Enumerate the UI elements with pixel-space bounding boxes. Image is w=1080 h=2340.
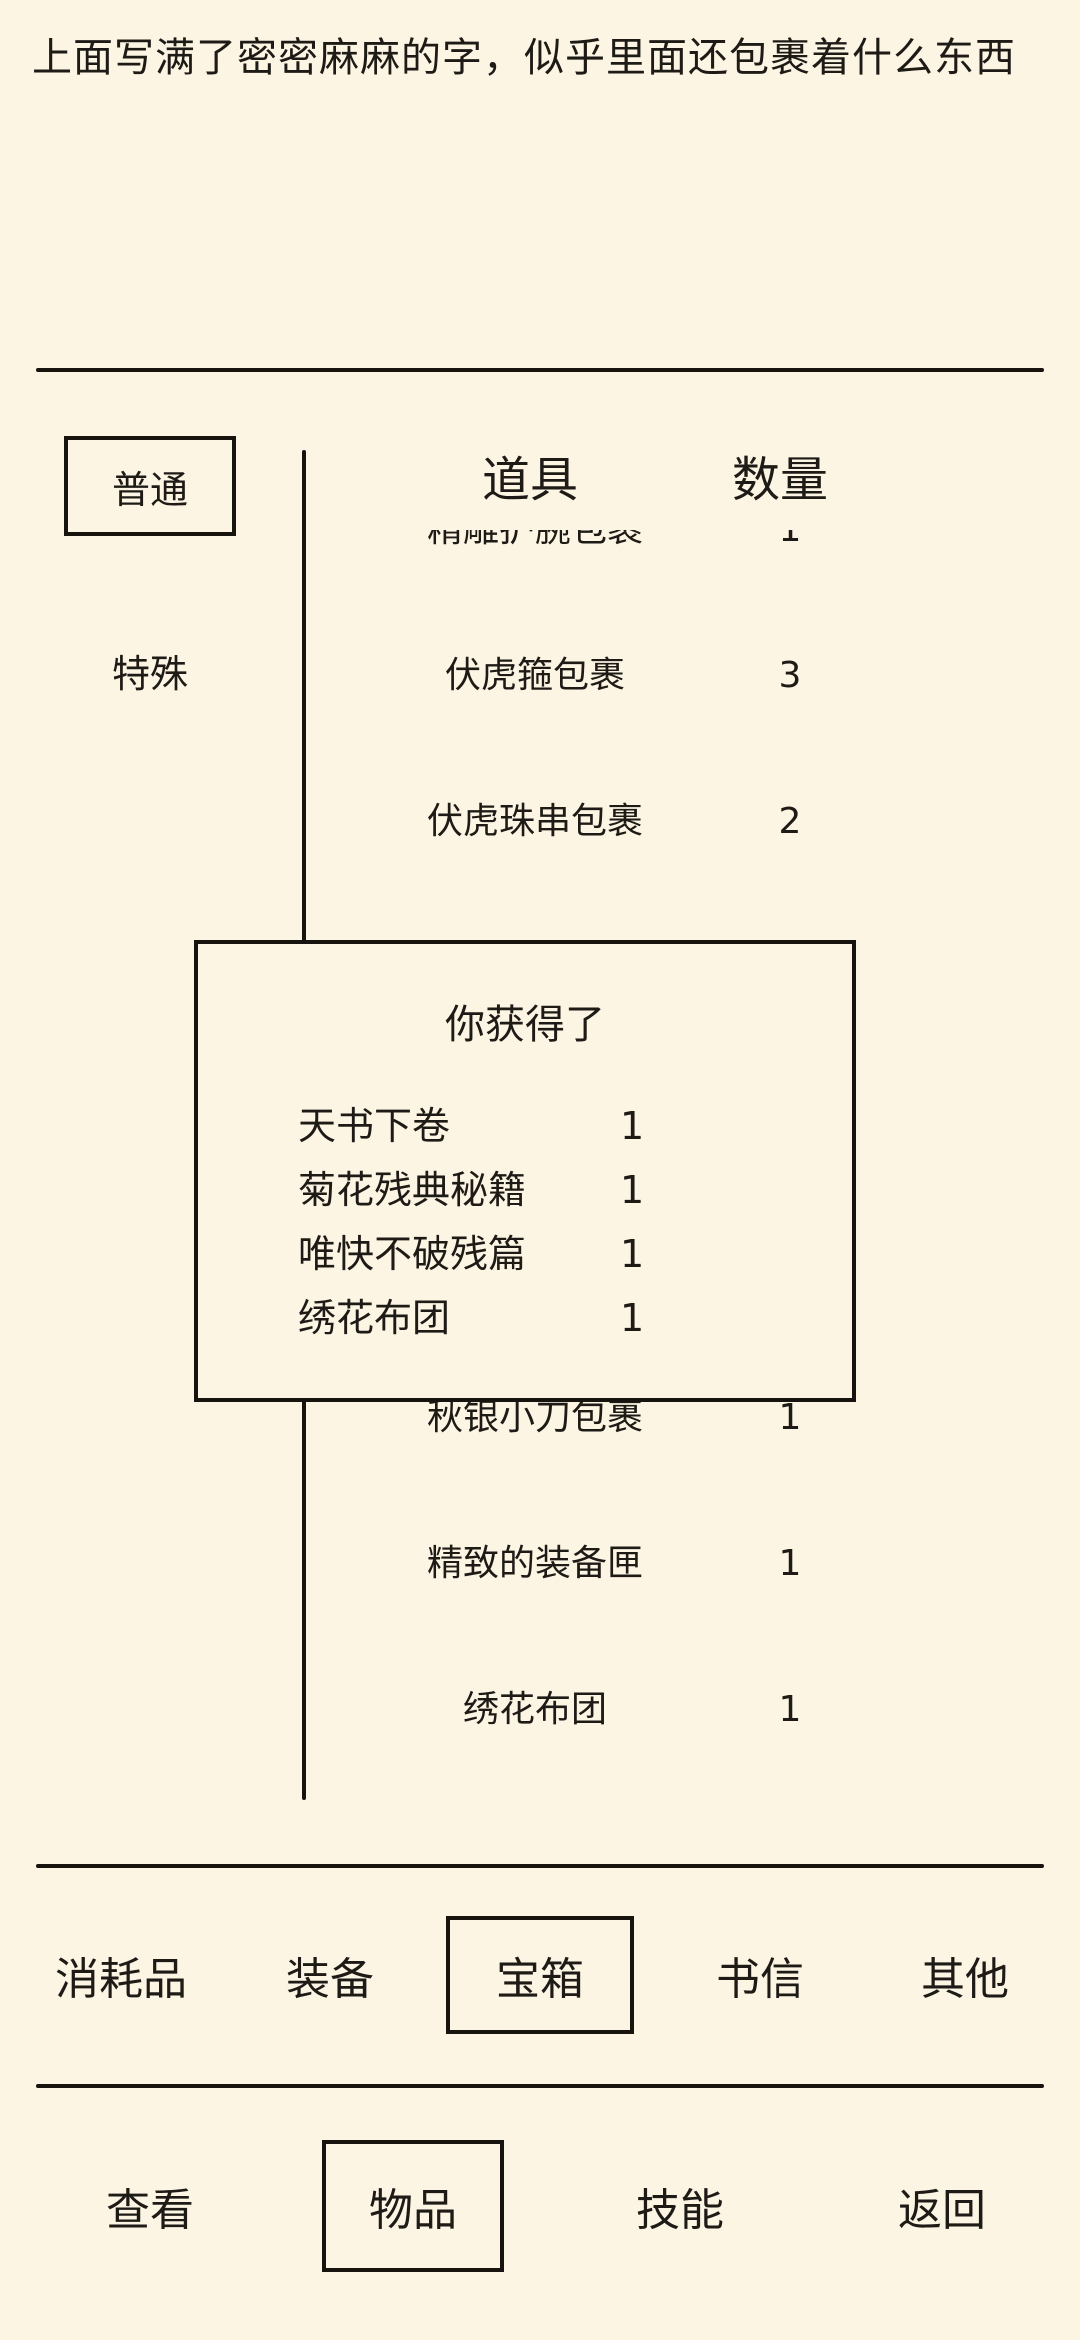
list-item[interactable]: 精致的装备匣 1 <box>310 1524 1010 1604</box>
list-item[interactable]: 伏虎珠串包裹 2 <box>310 782 1010 862</box>
header-qty: 数量 <box>731 452 828 508</box>
item-list[interactable]: 精雕护腕包裹 1 伏虎箍包裹 3 伏虎珠串包裹 2 秋银小刀包裹 1 精致的装备… <box>310 530 1010 1790</box>
item-name: 伏虎珠串包裹 <box>426 801 643 842</box>
divider-middle <box>36 1864 1044 1868</box>
reward-item-name: 唯快不破残篇 <box>298 1232 527 1276</box>
reward-item-qty: 1 <box>620 1232 645 1276</box>
reward-item: 绣花布团 1 <box>298 1286 778 1350</box>
reward-popup-title: 你获得了 <box>445 1002 605 1048</box>
item-qty: 1 <box>778 1689 802 1730</box>
nav-back[interactable]: 返回 <box>898 2185 986 2236</box>
reward-item: 唯快不破残篇 1 <box>298 1222 778 1286</box>
list-item[interactable]: 绣花布团 1 <box>310 1670 1010 1750</box>
reward-item-qty: 1 <box>620 1168 645 1212</box>
item-name: 绣花布团 <box>462 1689 607 1730</box>
reward-popup[interactable]: 你获得了 天书下卷 1 菊花残典秘籍 1 唯快不破残篇 1 绣花布团 1 <box>194 940 856 1402</box>
reward-item: 菊花残典秘籍 1 <box>298 1158 778 1222</box>
category-special-button[interactable]: 特殊 <box>111 651 188 696</box>
divider-top <box>36 368 1044 372</box>
item-name: 秋银小刀包裹 <box>426 1397 643 1438</box>
tab-treasure-chest[interactable]: 宝箱 <box>446 1916 634 2034</box>
nav-skills[interactable]: 技能 <box>636 2185 724 2236</box>
tab-equipment[interactable]: 装备 <box>286 1954 374 2005</box>
item-qty: 3 <box>778 655 802 696</box>
item-description: 上面写满了密密麻麻的字，似乎里面还包裹着什么东西 <box>32 35 1016 81</box>
item-qty: 1 <box>730 530 850 570</box>
item-name: 精致的装备匣 <box>426 1543 643 1584</box>
header-item: 道具 <box>481 452 578 508</box>
tab-other[interactable]: 其他 <box>921 1954 1009 2005</box>
item-qty: 1 <box>778 1397 802 1438</box>
tab-consumables[interactable]: 消耗品 <box>55 1954 187 2005</box>
tab-letters[interactable]: 书信 <box>716 1954 804 2005</box>
reward-item: 天书下卷 1 <box>298 1094 778 1158</box>
nav-items[interactable]: 物品 <box>322 2140 504 2272</box>
category-normal-button[interactable]: 普通 <box>64 436 236 536</box>
item-name: 精雕护腕包裹 <box>310 530 760 570</box>
item-qty: 2 <box>778 801 802 842</box>
item-qty: 1 <box>778 1543 802 1584</box>
divider-bottom <box>36 2084 1044 2088</box>
reward-item-qty: 1 <box>620 1296 645 1340</box>
list-item[interactable]: 秋银小刀包裹 1 <box>310 1378 1010 1458</box>
list-item[interactable]: 伏虎箍包裹 3 <box>310 636 1010 716</box>
item-name: 伏虎箍包裹 <box>444 655 625 696</box>
list-item[interactable]: 精雕护腕包裹 1 <box>310 530 1010 570</box>
reward-item-name: 菊花残典秘籍 <box>298 1168 527 1212</box>
reward-item-name: 绣花布团 <box>298 1296 451 1340</box>
nav-view[interactable]: 查看 <box>106 2185 194 2236</box>
reward-item-qty: 1 <box>620 1104 645 1148</box>
reward-item-name: 天书下卷 <box>298 1104 451 1148</box>
